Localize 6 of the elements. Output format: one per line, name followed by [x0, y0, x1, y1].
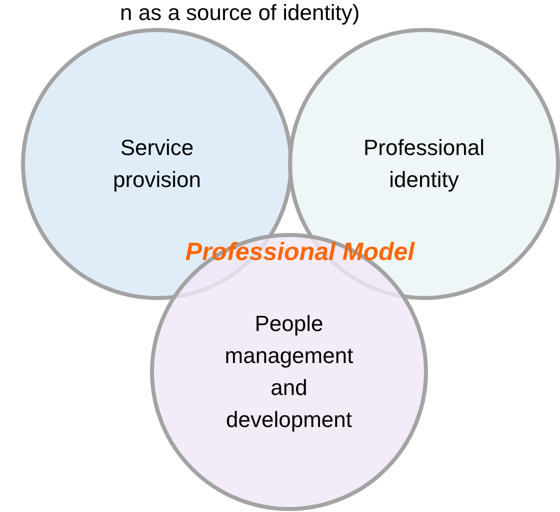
circle-label: Professional identity [362, 134, 486, 194]
circle-label: Service provision [112, 134, 202, 194]
circle-label: People management and development [224, 310, 354, 434]
venn-circle [149, 232, 429, 512]
model-title: Professional Model [184, 237, 416, 268]
heading-text: n as a source of identity) [120, 0, 360, 26]
